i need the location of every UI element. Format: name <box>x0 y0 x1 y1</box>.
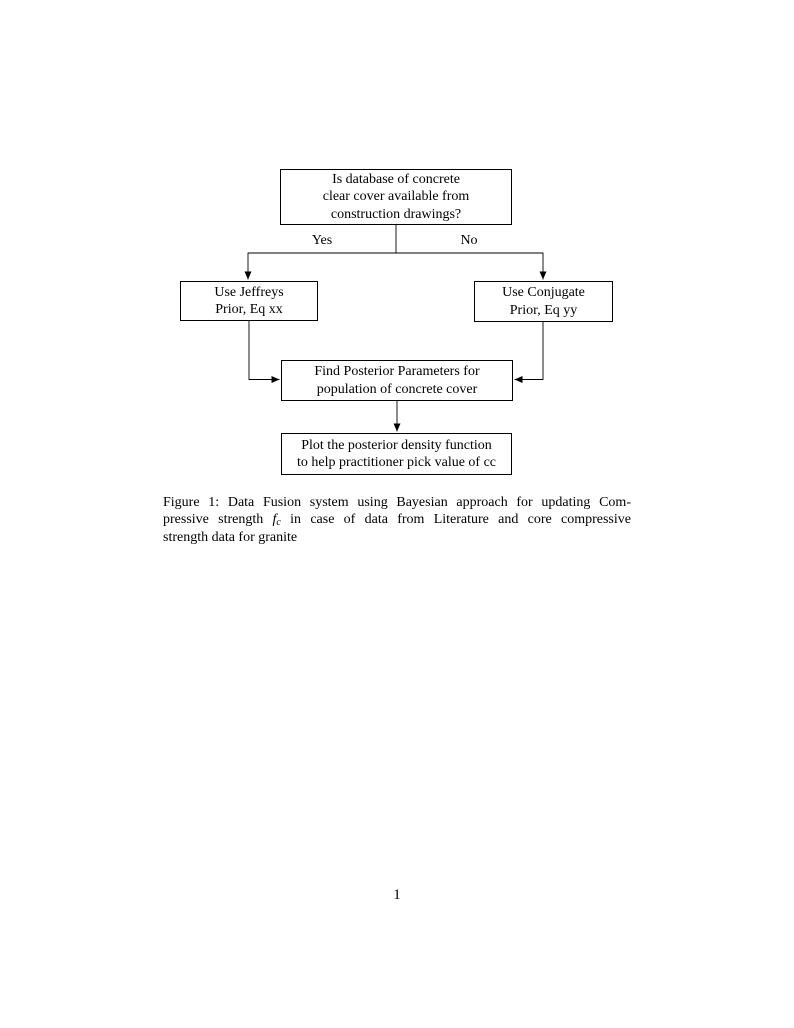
figure-caption: Figure 1: Data Fusion system using Bayes… <box>163 494 631 546</box>
posterior-parameters-box-line: population of concrete cover <box>316 381 478 397</box>
math-fc-symbol: f <box>272 512 277 528</box>
plot-density-box-line: to help practitioner pick value of cc <box>296 455 497 470</box>
decision-box-line: clear cover available from <box>322 189 470 205</box>
math-fc-subscript: c <box>276 517 281 529</box>
plot-density-box: Plot the posterior density function to h… <box>281 433 512 475</box>
posterior-parameters-box: Find Posterior Parameters for population… <box>281 360 513 401</box>
arrow-jeffreys-to-posterior <box>248 321 280 383</box>
decision-box-line: construction drawings? <box>330 206 462 222</box>
jeffreys-prior-box-line: Prior, Eq xx <box>215 302 283 317</box>
caption-line-1: Figure 1: Data Fusion system using Bayes… <box>163 495 631 510</box>
posterior-parameters-box-line: Find Posterior Parameters for <box>314 364 480 379</box>
no-branch-label: No <box>460 233 478 248</box>
jeffreys-prior-box: Use Jeffreys Prior, Eq xx <box>180 281 318 321</box>
page-number: 1 <box>393 887 401 903</box>
arrow-conjugate-to-posterior <box>514 322 544 383</box>
jeffreys-prior-box-line: Use Jeffreys <box>214 284 284 300</box>
yes-branch-label: Yes <box>311 233 333 248</box>
caption-line-2-suffix: in case of data from Literature and core… <box>280 512 631 528</box>
conjugate-prior-box-line: Use Conjugate <box>502 285 585 300</box>
conjugate-prior-box-line: Prior, Eq yy <box>509 302 578 318</box>
caption-line-3: strength data for granite <box>163 529 298 545</box>
conjugate-prior-box: Use Conjugate Prior, Eq yy <box>474 281 613 322</box>
caption-line-2: pressive strength fc in case of data fro… <box>163 511 631 528</box>
decision-box: Is database of concrete clear cover avai… <box>280 169 512 225</box>
caption-line-2-prefix: pressive strength <box>163 512 273 528</box>
plot-density-box-line: Plot the posterior density function <box>301 437 492 453</box>
decision-box-line: Is database of concrete <box>332 171 460 187</box>
